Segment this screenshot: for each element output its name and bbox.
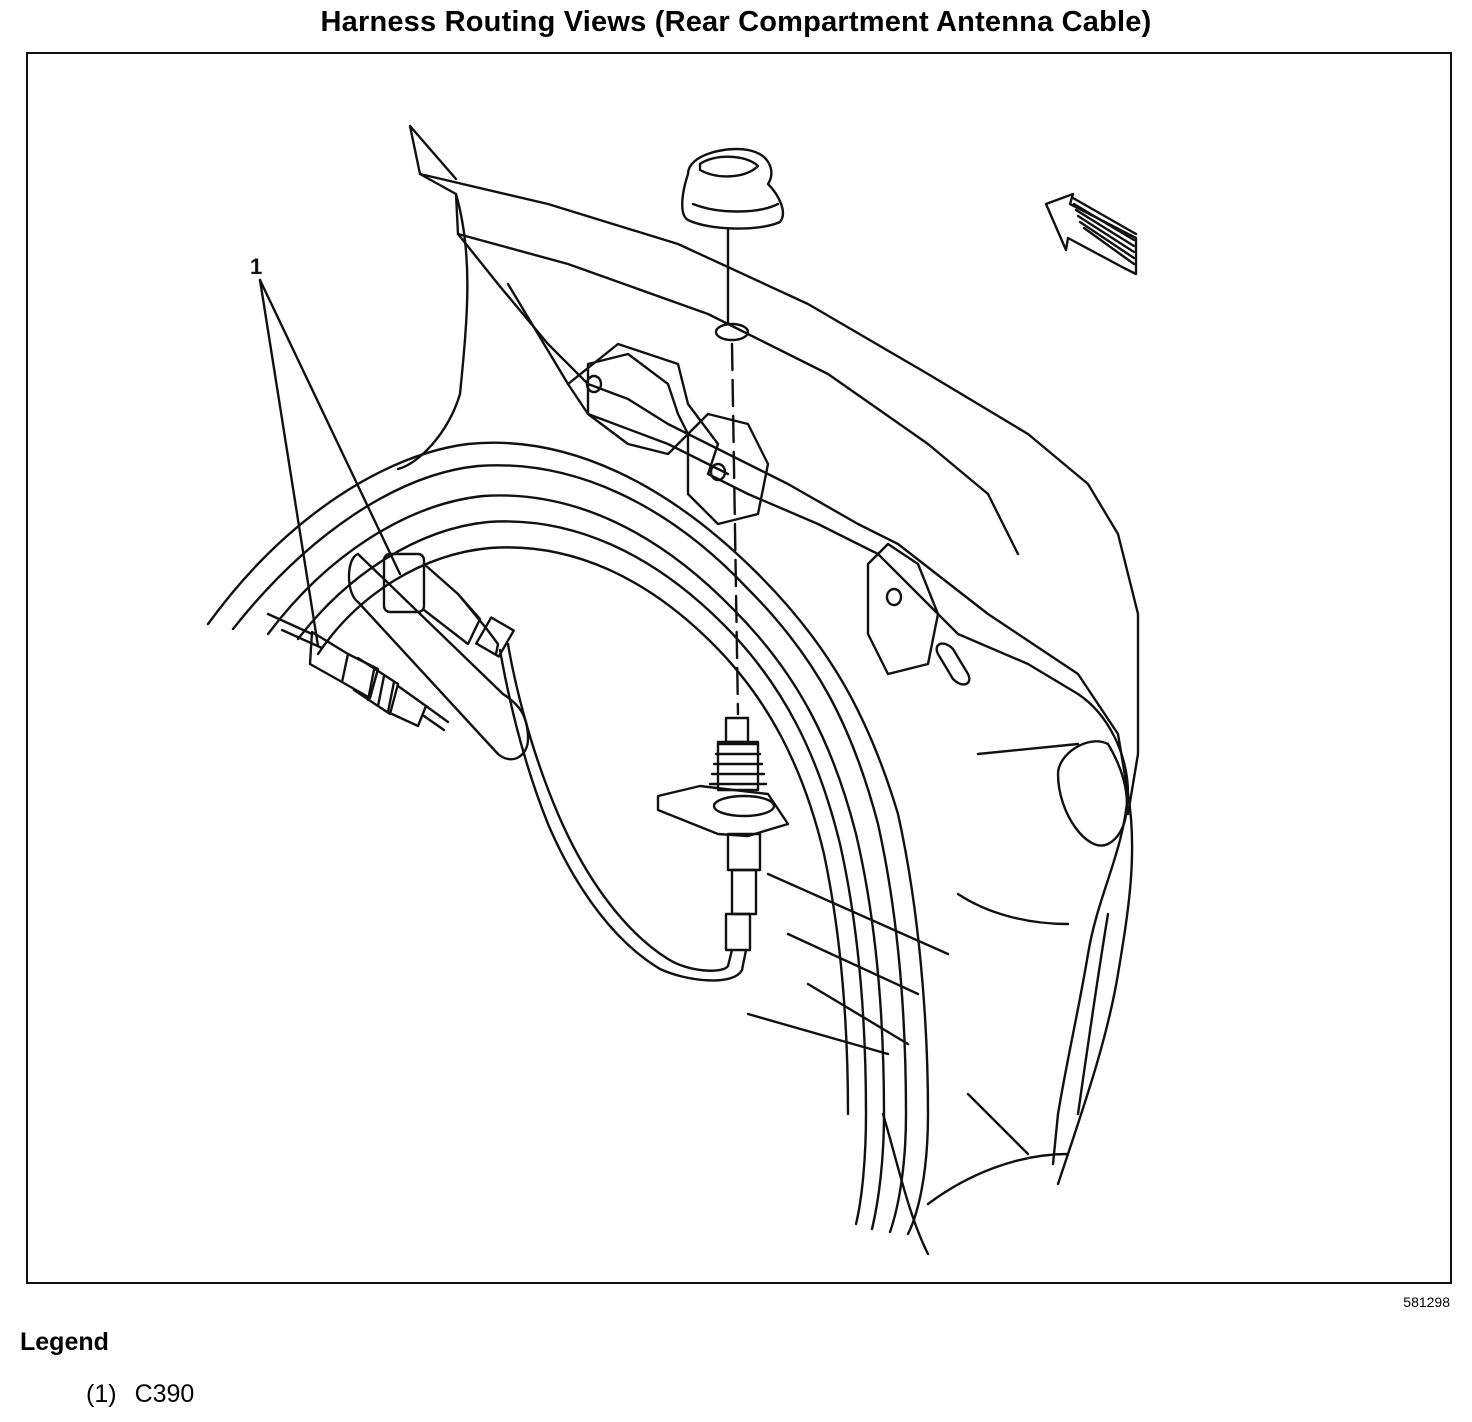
antenna-grommet-assembly: [498, 642, 790, 982]
installation-centerline: [730, 342, 740, 716]
diagram-title: Harness Routing Views (Rear Compartment …: [320, 6, 1152, 38]
figure-id: 581298: [1403, 1294, 1450, 1310]
rear-compartment-panel: [396, 124, 1140, 1206]
antenna-base-cap: [681, 147, 785, 342]
connector-c390-lower: [266, 612, 450, 732]
callout-1-leader: 1: [250, 254, 402, 648]
harness-routing-illustration: 1: [206, 124, 1140, 1256]
legend-heading: Legend: [20, 1328, 109, 1356]
legend-item: (1) C390: [86, 1380, 194, 1409]
weatherstrip-seal: [206, 441, 930, 1256]
legend-item-number: (1): [86, 1380, 117, 1408]
connector-c390-upper: [347, 552, 530, 761]
view-direction-arrow: [1044, 192, 1138, 276]
diagram-frame: 1: [26, 52, 1452, 1284]
legend-item-text: C390: [134, 1380, 195, 1408]
legend-list: (1) C390: [86, 1380, 194, 1409]
callout-label: 1: [250, 254, 262, 279]
